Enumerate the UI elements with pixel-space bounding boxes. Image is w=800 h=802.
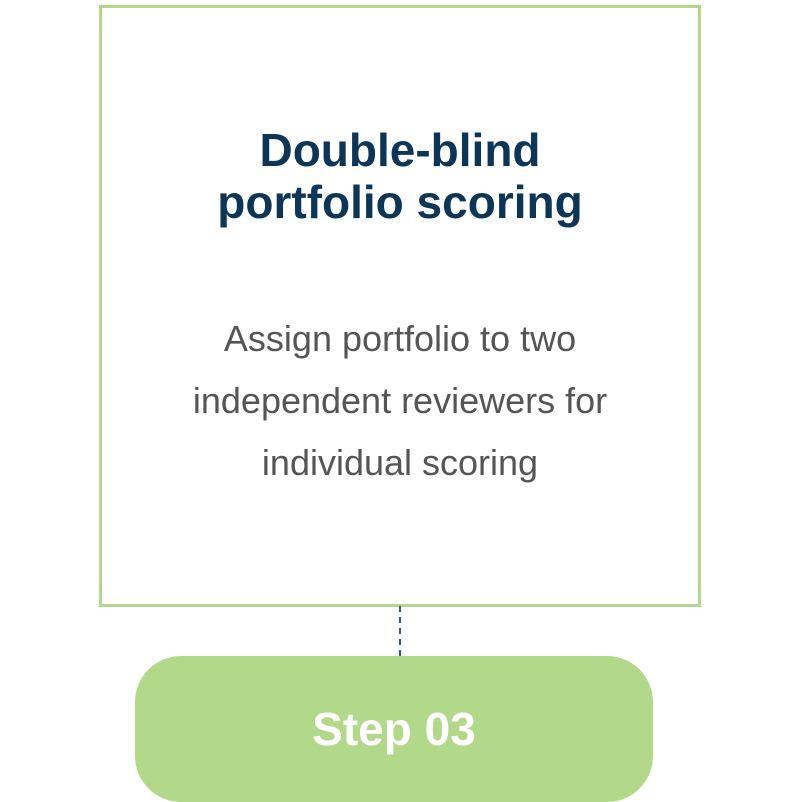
step-label: Step 03	[312, 703, 476, 755]
step-description: Assign portfolio to two independent revi…	[102, 308, 698, 494]
step-card: Double-blind portfolio scoring Assign po…	[99, 5, 701, 607]
description-line: independent reviewers for	[192, 380, 608, 421]
dashed-connector	[399, 606, 401, 656]
step-badge: Step 03	[135, 656, 653, 802]
title-line: Double-blind	[259, 124, 541, 176]
title-line: portfolio scoring	[217, 176, 583, 228]
step-title: Double-blind portfolio scoring	[102, 124, 698, 228]
description-line: Assign portfolio to two	[223, 318, 577, 359]
description-line: individual scoring	[261, 442, 539, 483]
